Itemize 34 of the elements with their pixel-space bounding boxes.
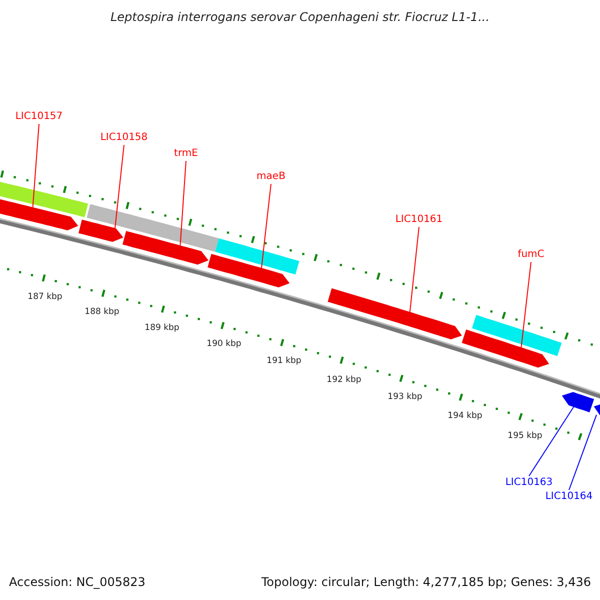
genome-info: Topology: circular; Length: 4,277,185 bp; Genes: 3,436 <box>261 575 591 589</box>
scale-label: 195 kbp <box>508 431 542 441</box>
scale-label: 188 kbp <box>84 307 120 317</box>
leader-line <box>260 184 272 268</box>
scale-label: 187 kbp <box>28 292 62 302</box>
leader-line <box>528 406 574 476</box>
scale-label: 194 kbp <box>448 411 482 421</box>
gene-feature <box>122 231 208 265</box>
gene-feature <box>208 254 290 288</box>
scale-label: 190 kbp <box>206 339 242 349</box>
leader-line <box>114 144 124 229</box>
gene-label: LIC10161 <box>395 214 443 226</box>
gene-label: trmE <box>174 148 198 160</box>
gene-label: fumC <box>518 249 544 261</box>
leader-line <box>32 124 40 208</box>
scale-label: 191 kbp <box>266 356 302 366</box>
gene-feature <box>462 330 550 368</box>
leader-line <box>409 226 420 312</box>
title: Leptospira interrogans serovar Copenhageni str. Fiocruz L1-1... <box>109 10 491 24</box>
scale-label: 192 kbp <box>326 375 362 385</box>
gene-feature <box>562 392 594 412</box>
gene-feature <box>328 288 462 340</box>
leader-line <box>520 262 532 348</box>
leader-line <box>568 414 598 490</box>
gene-label: LIC10164 <box>545 491 593 503</box>
accession-label: Accession: NC_005823 <box>9 575 146 589</box>
gene-label: maeB <box>256 171 286 183</box>
leader-line <box>180 160 186 246</box>
scale-label: 189 kbp <box>144 323 180 333</box>
scale-label: 193 kbp <box>388 392 422 402</box>
gene-feature <box>78 220 124 242</box>
gene-label: LIC10163 <box>505 477 553 489</box>
gene-label: LIC10158 <box>100 132 148 144</box>
gene-label: LIC10157 <box>15 111 63 123</box>
